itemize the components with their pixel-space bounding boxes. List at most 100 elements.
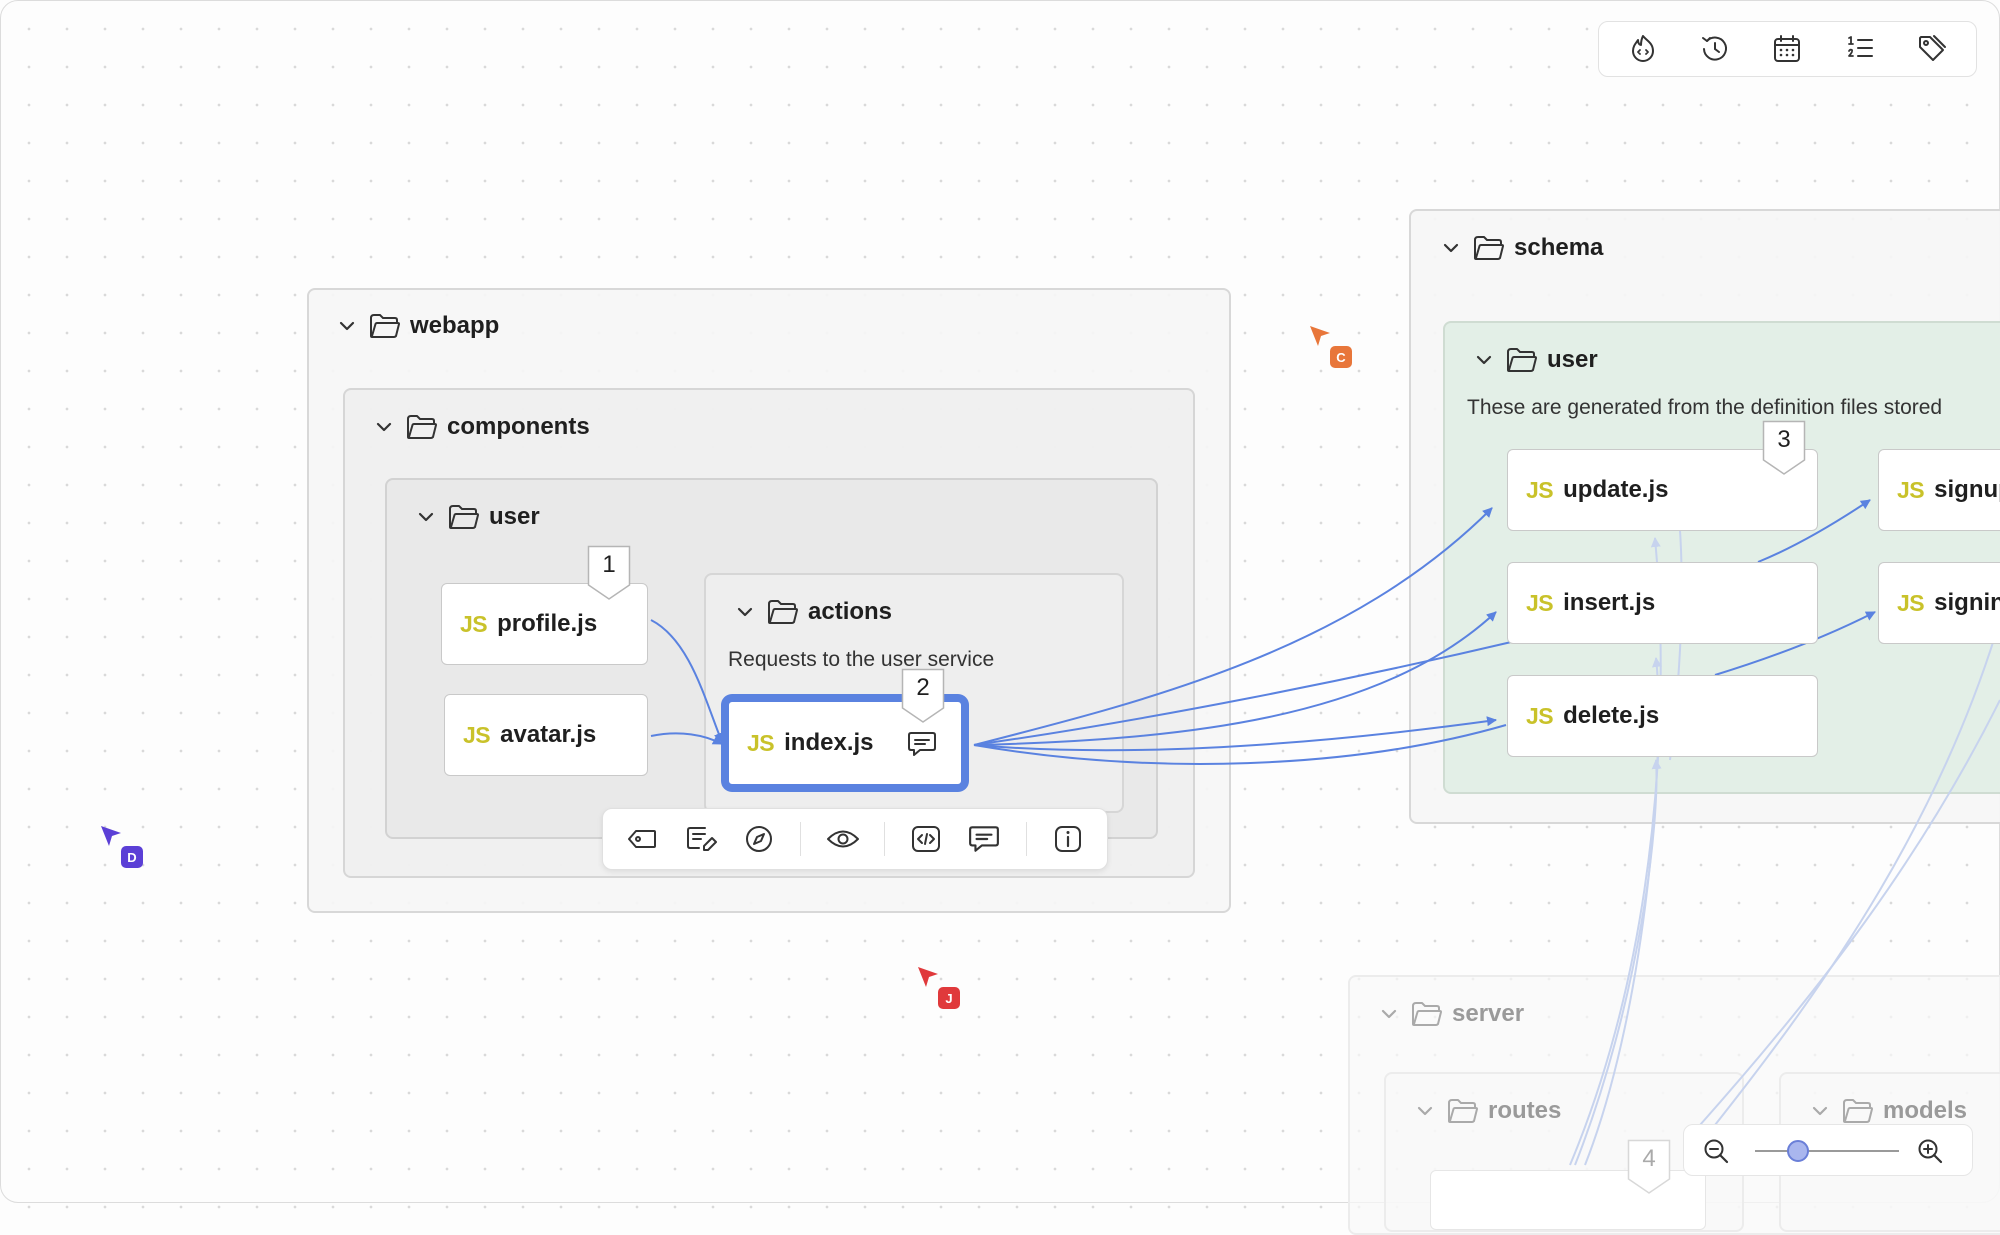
file-name: index.js: [784, 729, 874, 756]
file-node-signin[interactable]: JS signin: [1878, 562, 2000, 644]
badge-number: 4: [1642, 1145, 1656, 1172]
file-name: signup: [1934, 476, 2000, 503]
group-description: These are generated from the definition …: [1467, 396, 1943, 419]
group-header-server[interactable]: server: [1378, 1000, 1524, 1028]
badge-number: 3: [1777, 426, 1791, 453]
chevron-down-icon[interactable]: [1440, 237, 1462, 259]
js-file-icon: JS: [463, 721, 491, 748]
folder-icon: [768, 600, 798, 624]
group-header-routes[interactable]: routes: [1414, 1097, 1561, 1125]
folder-icon: [370, 314, 400, 338]
cursor-arrow-icon: [1310, 326, 1330, 346]
group-label: routes: [1488, 1097, 1562, 1124]
collaborator-initial: D: [121, 846, 143, 868]
group-description: Requests to the user service: [728, 648, 995, 671]
group-label: user: [489, 503, 540, 530]
group-header-models[interactable]: models: [1809, 1097, 1967, 1125]
comment-icon[interactable]: [955, 815, 1013, 863]
group-header-user-schema[interactable]: user: [1473, 346, 1598, 374]
folder-icon: [1412, 1002, 1442, 1026]
collaborator-initial: C: [1330, 346, 1352, 368]
numbered-list-icon[interactable]: [1843, 32, 1877, 66]
group-header-user[interactable]: user: [415, 503, 540, 531]
folder-icon: [1843, 1099, 1873, 1123]
file-node-insert[interactable]: JS insert.js: [1507, 562, 1818, 644]
folder-icon: [1448, 1099, 1478, 1123]
eye-icon[interactable]: [813, 815, 871, 863]
badge-shape: [1762, 420, 1806, 475]
file-name: delete.js: [1563, 702, 1660, 729]
group-header-webapp[interactable]: webapp: [336, 312, 499, 340]
chevron-down-icon[interactable]: [373, 416, 395, 438]
group-header-schema[interactable]: schema: [1440, 234, 1603, 262]
zoom-in-icon[interactable]: [1916, 1137, 1944, 1165]
code-icon[interactable]: [897, 815, 955, 863]
chevron-down-icon[interactable]: [1378, 1003, 1400, 1025]
top-toolbar: [1598, 21, 1977, 77]
step-badge[interactable]: 3: [1762, 420, 1806, 475]
collaborator-cursor-d: D: [99, 824, 143, 868]
file-node-index[interactable]: JS index.js: [726, 699, 964, 787]
chevron-down-icon[interactable]: [1809, 1100, 1831, 1122]
js-file-icon: JS: [1526, 476, 1554, 503]
cursor-arrow-icon: [918, 967, 938, 987]
group-label: actions: [808, 598, 893, 625]
chevron-down-icon[interactable]: [1414, 1100, 1436, 1122]
info-icon[interactable]: [1039, 815, 1097, 863]
file-node-delete[interactable]: JS delete.js: [1507, 675, 1818, 757]
zoom-slider-track[interactable]: [1755, 1150, 1899, 1152]
step-badge[interactable]: 2: [901, 668, 945, 723]
file-node-signup[interactable]: JS signup: [1878, 449, 2000, 531]
node-context-toolbar: [602, 808, 1108, 870]
tag-icon[interactable]: [1915, 32, 1949, 66]
collaborator-cursor-c: C: [1308, 324, 1352, 368]
js-file-icon: JS: [1897, 589, 1925, 616]
zoom-control: [1683, 1124, 1973, 1176]
separator: [800, 822, 802, 856]
badge-shape: [587, 545, 631, 600]
comment-icon[interactable]: [907, 730, 937, 758]
group-label: models: [1883, 1097, 1968, 1124]
group-header-components[interactable]: components: [373, 413, 590, 441]
badge-number: 2: [916, 674, 930, 701]
chevron-down-icon[interactable]: [734, 601, 756, 623]
folder-icon: [1474, 236, 1504, 260]
tag-icon[interactable]: [613, 815, 671, 863]
collaborator-cursor-j: J: [916, 965, 960, 1009]
zoom-out-icon[interactable]: [1702, 1137, 1730, 1165]
chevron-down-icon[interactable]: [415, 506, 437, 528]
group-label: server: [1452, 1000, 1525, 1027]
file-name: insert.js: [1563, 589, 1656, 616]
calendar-icon[interactable]: [1770, 32, 1804, 66]
separator: [1025, 822, 1027, 856]
folder-icon: [449, 505, 479, 529]
js-file-icon: JS: [1526, 589, 1554, 616]
file-name: update.js: [1563, 476, 1669, 503]
group-label: schema: [1514, 234, 1604, 261]
history-icon[interactable]: [1698, 32, 1732, 66]
badge-shape: [1627, 1139, 1671, 1194]
badge-shape: [901, 668, 945, 723]
chevron-down-icon[interactable]: [336, 315, 358, 337]
cursor-arrow-icon: [101, 826, 121, 846]
js-file-icon: JS: [747, 729, 775, 756]
js-file-icon: JS: [460, 610, 488, 637]
step-badge[interactable]: 1: [587, 545, 631, 600]
collaborator-initial: J: [938, 987, 960, 1009]
edit-note-icon[interactable]: [671, 815, 729, 863]
js-file-icon: JS: [1897, 476, 1925, 503]
folder-icon: [1507, 348, 1537, 372]
file-name: signin: [1934, 589, 2000, 616]
file-node-avatar[interactable]: JS avatar.js: [444, 694, 648, 776]
chevron-down-icon[interactable]: [1473, 349, 1495, 371]
coding-icon[interactable]: [1626, 32, 1660, 66]
badge-number: 1: [602, 551, 616, 578]
step-badge[interactable]: 4: [1627, 1139, 1671, 1194]
js-file-icon: JS: [1526, 702, 1554, 729]
group-label: components: [447, 413, 590, 440]
file-name: avatar.js: [500, 721, 597, 748]
compass-icon[interactable]: [730, 815, 788, 863]
group-header-actions[interactable]: actions: [734, 598, 892, 626]
zoom-slider-thumb[interactable]: [1787, 1140, 1810, 1162]
group-label: user: [1547, 346, 1598, 373]
